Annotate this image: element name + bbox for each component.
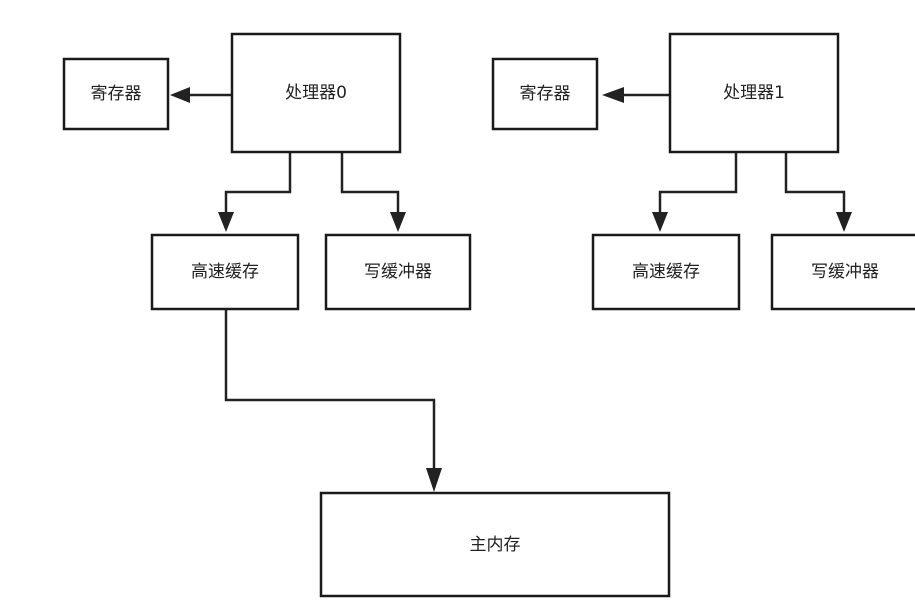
arrowhead-proc1-cache1 [652,212,668,232]
edge-proc0-cache0 [224,152,292,214]
node-register-1: 寄存器 [491,57,599,131]
node-write-buffer-0-label: 写缓冲器 [364,262,432,282]
node-write-buffer-1-label: 写缓冲器 [811,262,879,282]
connectors [170,87,852,492]
arrowhead-proc0-wbuf0 [390,212,406,232]
arrowhead-proc1-wbuf1 [836,212,852,232]
node-register-0-label: 寄存器 [91,84,142,104]
edge-proc0-wbuf0 [340,152,400,214]
node-cache-0-label: 高速缓存 [191,262,259,282]
node-processor-0: 处理器0 [230,32,402,154]
arrowhead-proc0-reg0 [170,87,190,103]
node-cache-1-label: 高速缓存 [632,262,700,282]
arrowhead-proc0-cache0 [218,212,234,232]
node-processor-1-label: 处理器1 [723,83,785,103]
node-write-buffer-1: 写缓冲器 [770,233,915,311]
node-register-1-label: 寄存器 [520,84,571,104]
arrowhead-cache0-mem [426,468,442,492]
node-main-memory-label: 主内存 [470,535,521,555]
node-cache-1: 高速缓存 [591,233,741,311]
node-write-buffer-0: 写缓冲器 [324,233,472,311]
node-main-memory: 主内存 [319,491,671,598]
edge-proc1-wbuf1 [784,152,846,214]
node-processor-0-label: 处理器0 [285,83,347,103]
node-cache-0: 高速缓存 [150,233,300,311]
node-processor-1: 处理器1 [668,32,840,154]
node-register-0: 寄存器 [62,57,170,131]
arrowhead-proc1-reg1 [602,87,624,103]
edge-proc1-cache1 [658,152,738,214]
edge-cache0-mem [224,310,436,470]
